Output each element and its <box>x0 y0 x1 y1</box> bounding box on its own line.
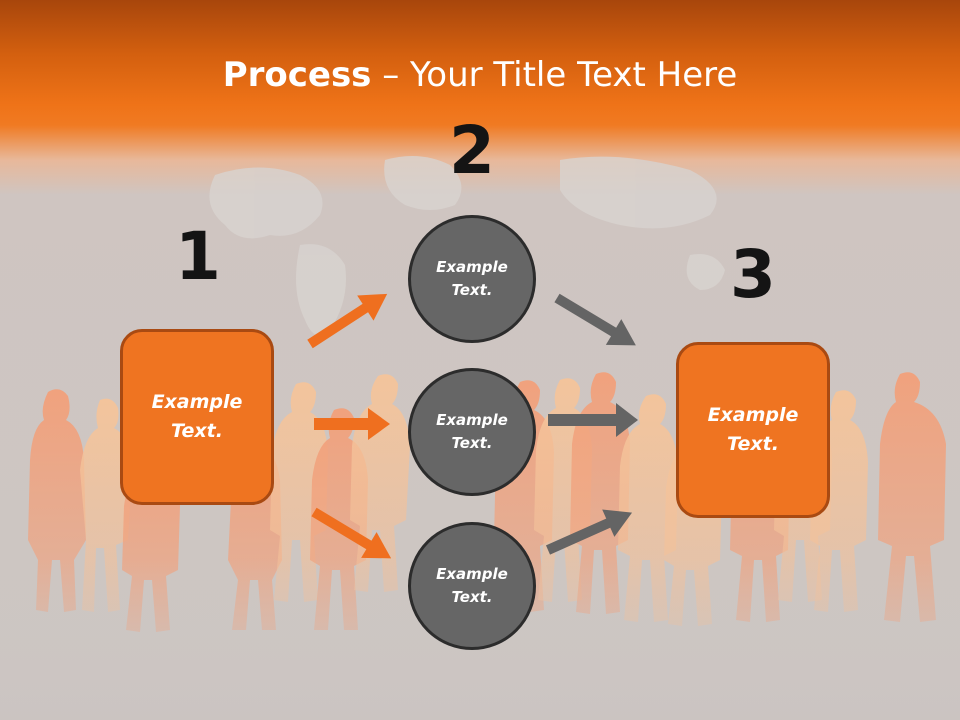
step-3-box: Example Text. <box>676 342 830 518</box>
arrow-right-down-icon <box>311 507 392 559</box>
arrow-right-icon <box>314 408 390 440</box>
orange-arrows <box>307 293 392 559</box>
world-map-icon <box>209 156 725 336</box>
step-1-text: Example Text. <box>151 391 243 442</box>
arrow-right-down-icon <box>554 293 636 346</box>
title-rest: – Your Title Text Here <box>371 55 738 95</box>
step-1-box: Example Text. <box>120 329 274 505</box>
step-3-number: 3 <box>730 236 776 313</box>
step-2-circle-bottom: Example Text. <box>408 522 536 650</box>
arrow-right-up-icon <box>545 509 633 555</box>
gray-arrows <box>545 293 638 555</box>
step-1-number: 1 <box>175 218 221 295</box>
step-2-number: 2 <box>449 112 495 189</box>
title-bold: Process <box>222 55 372 95</box>
arrow-right-up-icon <box>307 293 388 349</box>
step-2-text-top: Example Text. <box>436 258 508 299</box>
step-2-circle-middle: Example Text. <box>408 368 536 496</box>
slide-title: Process – Your Title Text Here <box>0 54 960 96</box>
step-2-text-bottom: Example Text. <box>436 565 508 606</box>
step-2-text-middle: Example Text. <box>436 411 508 452</box>
step-2-circle-top: Example Text. <box>408 215 536 343</box>
step-3-text: Example Text. <box>707 404 799 455</box>
arrow-right-icon <box>548 403 638 437</box>
